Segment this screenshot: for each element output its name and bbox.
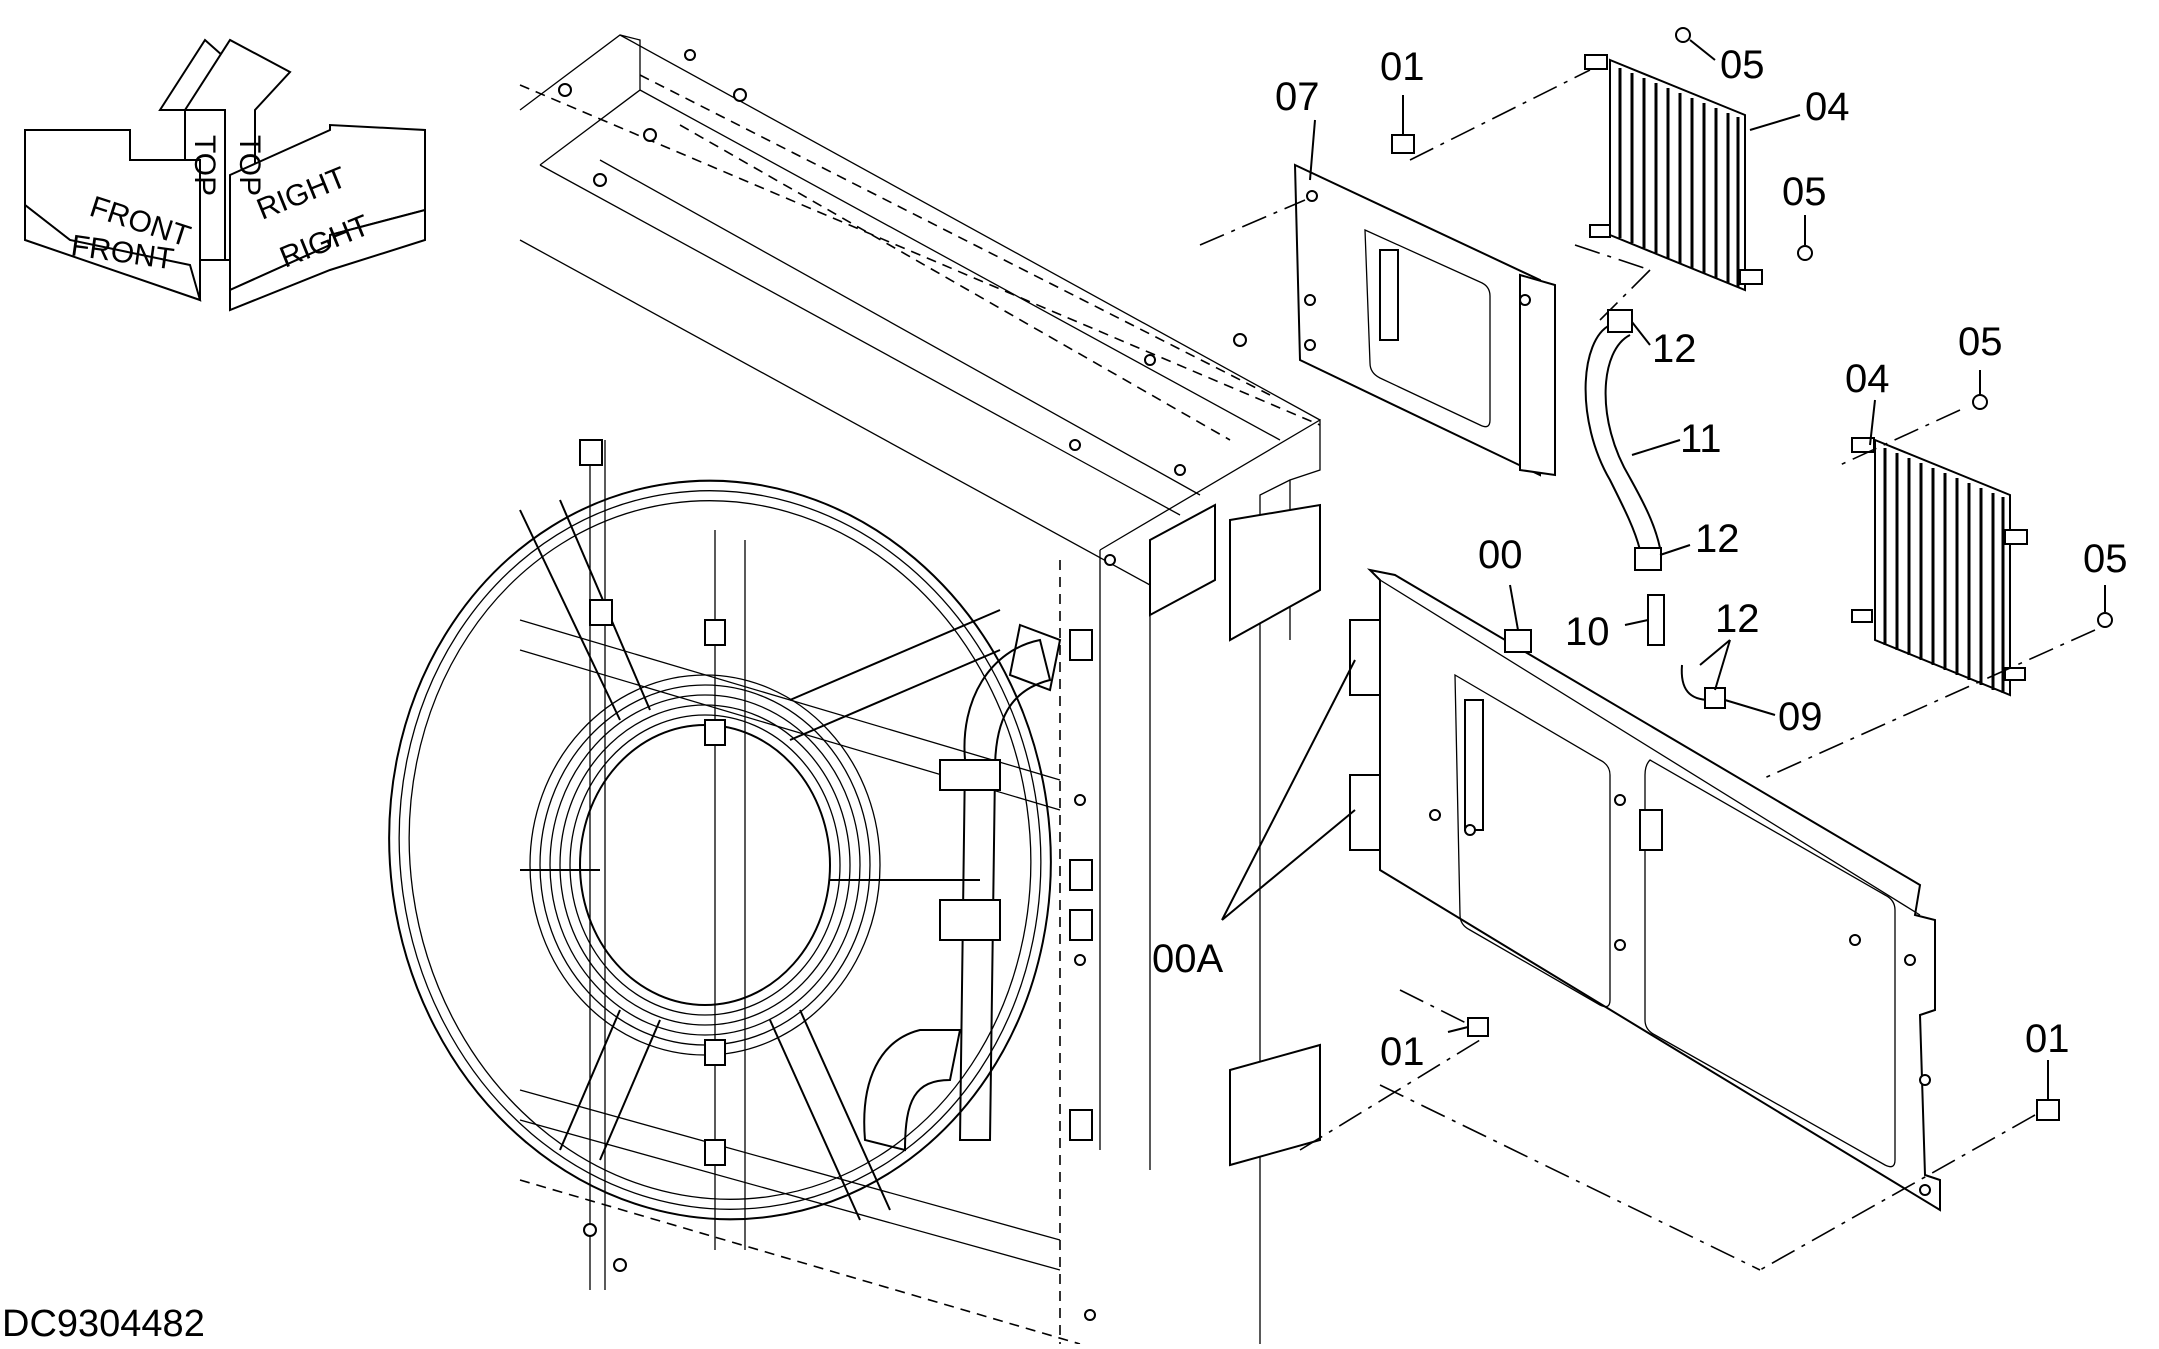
callout-04-b: 04 [1845, 357, 1890, 401]
part-04-cooler-top [1584, 54, 1763, 292]
top-label: TOP [188, 135, 221, 196]
callout-05-d: 05 [2083, 537, 2128, 581]
dash-04-bottom-b [1759, 629, 2096, 781]
leader-12-a [1631, 321, 1651, 346]
callout-05-b: 05 [1782, 170, 1827, 214]
dash-01-mid-2 [1299, 1039, 1481, 1151]
leader-12-b [1659, 544, 1691, 556]
dash-01-right [1759, 1114, 2036, 1271]
leader-07 [1309, 119, 1316, 181]
dash-01-mid [1399, 989, 1471, 1026]
part-00-cover-panel [1349, 568, 1941, 1212]
fitting-12-b [1634, 547, 1662, 571]
bolt-05-c [1972, 394, 1988, 410]
bolt-01-mid [1447, 1017, 1489, 1037]
part-11-hose [1584, 309, 1726, 709]
dash-04-top [1574, 244, 1651, 271]
callout-10: 10 [1565, 610, 1610, 654]
frame-bolt-dots [558, 49, 1247, 1321]
callout-09: 09 [1778, 695, 1823, 739]
fitting-12-a [1607, 309, 1633, 333]
drawing-id: DC9304482 [2, 1303, 205, 1344]
leader-04-a [1749, 114, 1801, 131]
bolt-05-d [2097, 612, 2113, 628]
cooler-fins-top [1618, 68, 1740, 287]
leader-12-c1 [1699, 639, 1731, 666]
bolt-01-top [1391, 95, 1415, 154]
callout-12-b: 12 [1695, 517, 1740, 561]
dash-panel-bottom [1379, 1084, 1761, 1271]
callout-01-mid: 01 [1380, 1030, 1425, 1074]
front-arrow-side [24, 202, 202, 302]
leader-10 [1624, 619, 1649, 626]
part-00A-bracket-bottom [1349, 774, 1381, 851]
right-arrow-side [229, 208, 426, 312]
callout-05-c: 05 [1958, 320, 2003, 364]
cooler-fins-bottom [1883, 448, 2005, 693]
radiator-frame [388, 34, 1321, 1345]
leader-00A-bottom [1221, 809, 1356, 921]
part-00-clip [1504, 629, 1532, 653]
leader-09 [1724, 699, 1776, 716]
top-label-2: TOP [233, 135, 266, 196]
leader-00A-top [1221, 659, 1356, 921]
callout-04-a: 04 [1805, 85, 1850, 129]
dash-leader-01 [1409, 69, 1591, 161]
dash-leader-07 [1199, 199, 1306, 246]
leader-04-b [1869, 399, 1876, 446]
callout-12-a: 12 [1652, 327, 1697, 371]
callout-07: 07 [1275, 75, 1320, 119]
part-07-plate [1293, 163, 1556, 477]
dash-04-bottom-a [1839, 409, 1961, 466]
callout-00A: 00A [1152, 937, 1223, 981]
part-10-adapter [1647, 594, 1665, 646]
leader-05-a [1689, 39, 1716, 61]
callout-01-right: 01 [2025, 1017, 2070, 1061]
bolt-05-a [1675, 27, 1691, 43]
part-04-cooler-bottom [1851, 437, 2028, 697]
orientation-indicator: FRONT FRONT TOP TOP RIGHT RIGHT [24, 38, 426, 312]
part-00A-bracket-top [1349, 619, 1381, 696]
callout-00: 00 [1478, 533, 1523, 577]
callout-01-top: 01 [1380, 45, 1425, 89]
bolt-05-b [1797, 245, 1813, 261]
fitting-12-c [1704, 687, 1726, 709]
callout-11: 11 [1680, 417, 1722, 461]
leader-00 [1509, 584, 1519, 631]
bolt-01-right [2036, 1060, 2060, 1121]
leader-11 [1631, 439, 1681, 456]
callout-05-a: 05 [1720, 43, 1765, 87]
callout-12-c: 12 [1715, 597, 1760, 641]
leader-12-c2 [1714, 639, 1731, 691]
